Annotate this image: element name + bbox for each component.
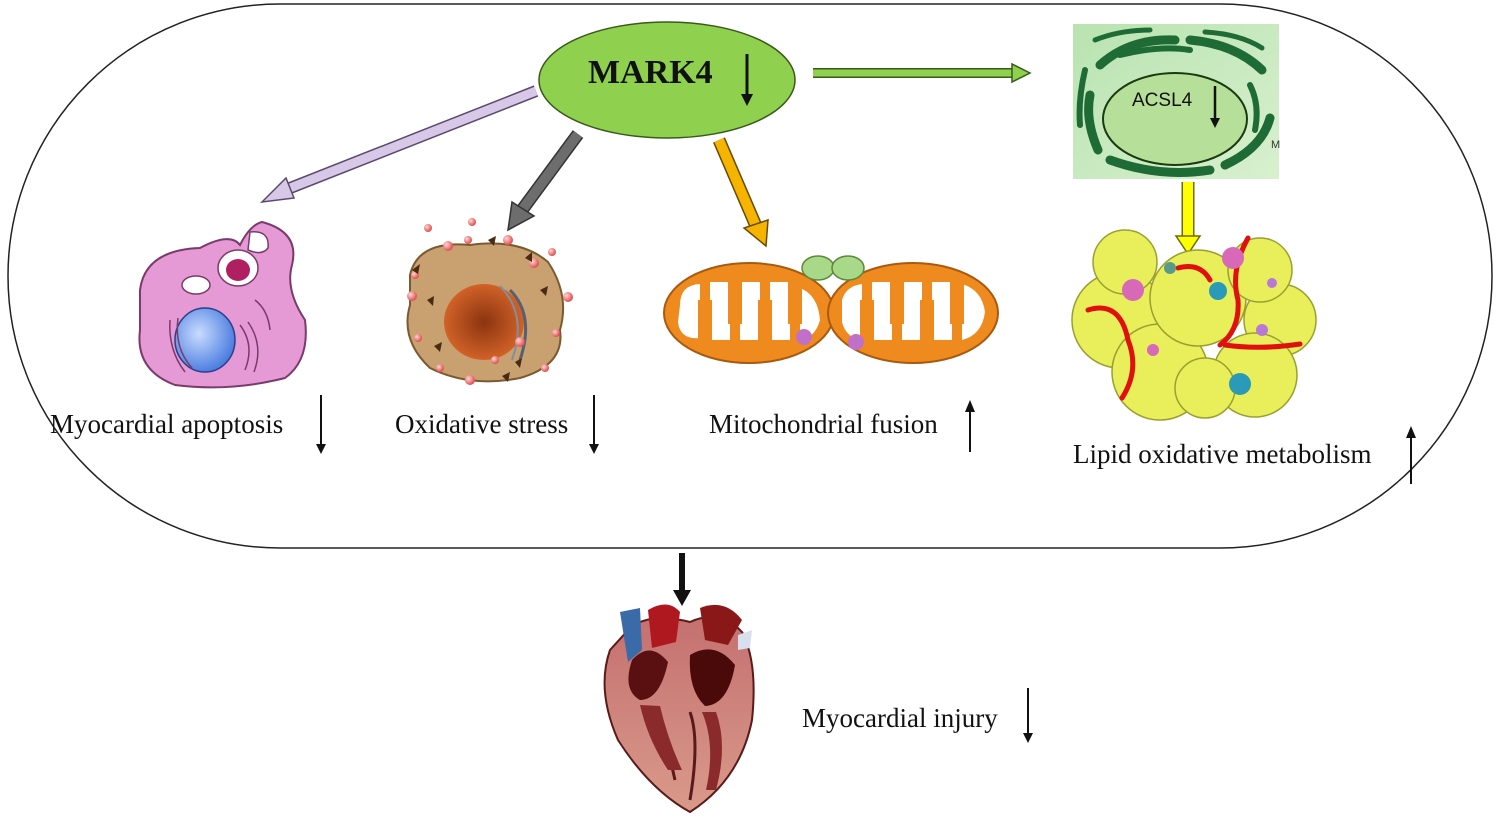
fusion-label: Mitochondrial fusion xyxy=(709,409,938,439)
injury-down-arrow-icon xyxy=(1023,688,1033,743)
mitochondria-image xyxy=(663,255,999,364)
fusion-up-arrow-icon xyxy=(965,400,975,452)
mark4-ellipse xyxy=(538,21,796,139)
arrow-to-er xyxy=(813,62,1032,84)
arrow-to-mitochondria xyxy=(713,137,769,248)
injury-label: Myocardial injury xyxy=(802,703,998,733)
svg-text:M: M xyxy=(1271,139,1280,151)
apoptosis-down-arrow-icon xyxy=(316,395,326,454)
arrow-to-oxidative xyxy=(507,130,584,232)
cell-boundary xyxy=(7,3,1493,549)
oxidative-down-arrow-icon xyxy=(589,395,599,454)
oxidative-label: Oxidative stress xyxy=(395,409,569,439)
acsl4-down-arrow-icon xyxy=(1210,86,1220,128)
heart-image xyxy=(603,604,755,814)
mark4-label: MARK4 xyxy=(588,54,713,91)
arrow-to-lipid xyxy=(1174,182,1202,256)
lipid-label: Lipid oxidative metabolism xyxy=(1073,439,1372,469)
arrow-to-heart xyxy=(673,553,691,606)
lipid-up-arrow-icon xyxy=(1406,426,1416,484)
apoptosis-label: Myocardial apoptosis xyxy=(50,409,284,439)
arrow-to-apoptosis xyxy=(259,85,539,204)
er-image: M xyxy=(1073,24,1280,179)
apoptotic-cell-image xyxy=(138,220,307,389)
mark4-down-arrow-icon xyxy=(741,54,753,106)
oxidative-cell-image xyxy=(406,218,573,385)
acsl4-label: ACSL4 xyxy=(1132,90,1193,111)
lipid-droplets-image xyxy=(1071,229,1317,421)
